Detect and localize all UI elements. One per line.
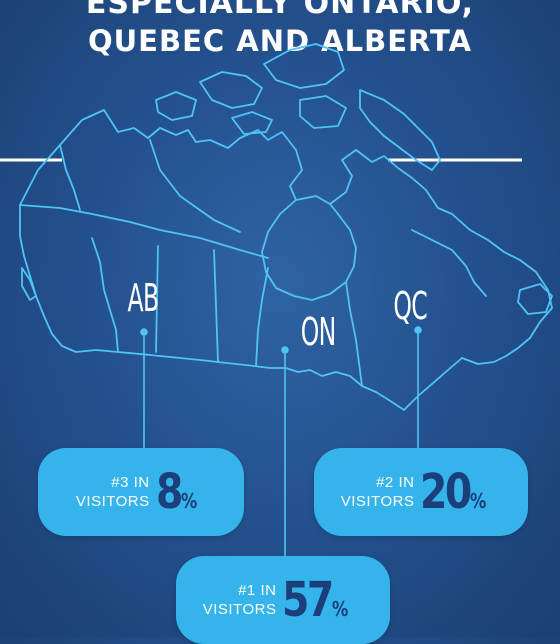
yukon-nwt-border [59, 144, 81, 211]
baffin-island [359, 89, 441, 171]
arctic-island-4 [299, 95, 347, 129]
stat-value-ab: 8 [155, 464, 183, 520]
labrador-border [411, 229, 487, 297]
stat-label-on: VISITORS [202, 601, 277, 618]
sk-mb-border [213, 249, 219, 363]
stat-rank-on: #1 IN [238, 582, 277, 599]
hudson-bay [261, 199, 357, 301]
nwt-nunavut-border [149, 139, 241, 233]
arctic-island-3 [155, 91, 197, 121]
arctic-island-5 [231, 111, 273, 135]
stat-value-on: 57 [282, 572, 334, 628]
stat-label-ab: VISITORS [75, 493, 150, 510]
stat-label-qc: VISITORS [340, 493, 415, 510]
bc-ab-border [91, 237, 119, 353]
stat-unit-on: % [332, 597, 349, 621]
arctic-island-2 [263, 43, 345, 89]
on-qc-border [345, 281, 363, 387]
stat-rank-qc: #2 IN [376, 474, 415, 491]
province-label-ab: AB [127, 276, 160, 320]
qc-connector-dot [414, 326, 422, 334]
arctic-island-1 [199, 71, 263, 109]
newfoundland [517, 283, 553, 315]
ab-connector-dot [140, 328, 148, 336]
headline-line-1: ESPECIALLY ONTARIO, [85, 0, 475, 21]
stat-unit-ab: % [180, 489, 198, 513]
on-connector-dot [281, 346, 289, 354]
mb-on-border [255, 267, 269, 367]
province-label-on: ON [300, 310, 337, 354]
vancouver-island [21, 267, 37, 301]
stat-rank-ab: #3 IN [111, 474, 150, 491]
stat-badge-qc: #2 IN VISITORS 20% [314, 448, 528, 536]
stat-badge-ab: #3 IN VISITORS 8% [38, 448, 244, 536]
province-label-qc: QC [393, 284, 428, 328]
stat-value-qc: 20 [420, 464, 472, 520]
territories-south-border [19, 204, 269, 259]
stat-unit-qc: % [470, 489, 487, 513]
stat-badge-on: #1 IN VISITORS 57% [176, 556, 390, 644]
headline-line-2: QUEBEC AND ALBERTA [87, 24, 473, 58]
mainland-outline [19, 109, 553, 411]
ab-sk-border [155, 245, 159, 353]
